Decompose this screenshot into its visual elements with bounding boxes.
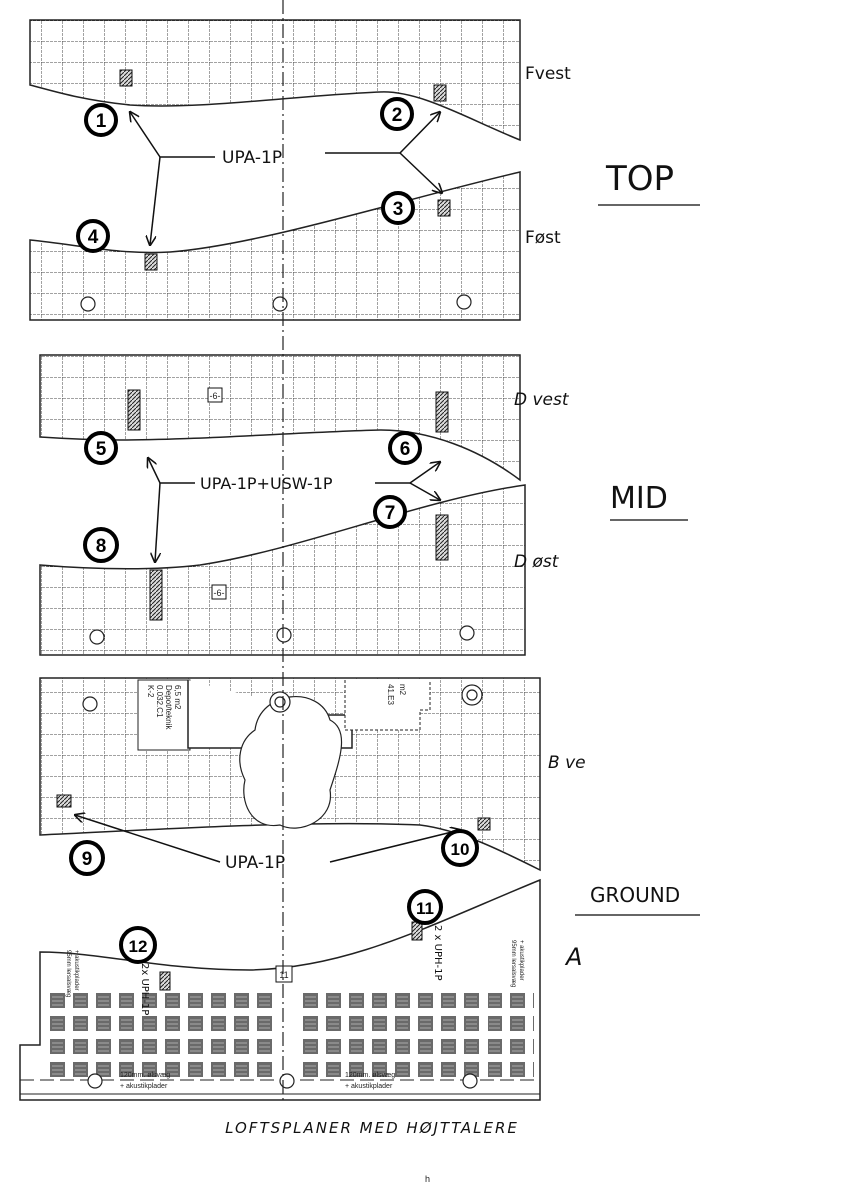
seating-block-center-right (296, 993, 480, 1085)
document-title: LOFTSPLANER MED HØJTTALERE (225, 1119, 519, 1137)
wall-note: + akustikplader (120, 1083, 168, 1090)
wall-note: + akustikplader (345, 1083, 393, 1090)
svg-text:41.E3 m2: 41.E3 m2 (386, 684, 407, 707)
room-tag-box (211, 584, 227, 600)
callout-label-ground: UPA-1P (225, 853, 285, 873)
speaker-number-2: 2 (380, 97, 414, 131)
svg-text:4: 4 (88, 227, 99, 248)
cloud-outline (239, 696, 343, 829)
svg-text:8: 8 (96, 536, 107, 557)
zone-label-a: A (564, 943, 582, 971)
section-label-top: TOP (605, 159, 674, 199)
speaker-number-9: 9 (69, 840, 105, 876)
side-note: + akustikplader (73, 950, 79, 991)
plan-d-vest (39, 354, 521, 482)
room-k3-code: 41.E3 (386, 684, 395, 705)
svg-text:6: 6 (400, 439, 411, 460)
speaker-numbers: 1 2 3 4 5 6 7 8 9 10 11 12 (69, 97, 479, 964)
svg-text:95mm lersalsvæg + akustikp: 95mm lersalsvæg + akustikplader (510, 940, 524, 989)
column-markers (89, 625, 475, 645)
speaker-mark (159, 971, 171, 991)
room-tag-box (275, 965, 293, 983)
callout-label-mid: UPA-1P+USW-1P (200, 474, 333, 493)
speaker-mark (56, 794, 72, 808)
speaker-number-10: 10 (441, 829, 479, 867)
speaker-number-11: 11 (407, 889, 443, 925)
svg-text:10: 10 (451, 840, 470, 859)
callout-label-top: UPA-1P (222, 148, 282, 168)
speaker-number-3: 3 (381, 191, 415, 225)
callout-arrows (75, 112, 460, 863)
callout-a-left: 2x UPH-1P (139, 963, 150, 1015)
speaker-mark (435, 514, 449, 561)
speaker-mark (477, 817, 491, 831)
seating-block-right (488, 990, 534, 1082)
speaker-mark (144, 253, 158, 271)
section-label-mid: MID (610, 481, 668, 516)
seating-block-left (46, 990, 92, 1082)
room-k3 (344, 680, 431, 731)
svg-text:3: 3 (393, 199, 404, 220)
speaker-mark (127, 389, 141, 431)
room-tag: -6- (210, 391, 221, 401)
zone-label-f-ost: Føst (525, 228, 561, 248)
svg-text:2: 2 (392, 105, 403, 126)
speaker-mark (119, 69, 133, 87)
svg-text:5: 5 (96, 439, 107, 460)
svg-text:1: 1 (96, 111, 107, 132)
wall-note: 120mm. ølsvæg (345, 1072, 395, 1079)
speaker-mark (433, 84, 447, 102)
seating-block-center-left (96, 993, 280, 1085)
speaker-mark (435, 391, 449, 433)
zone-label-d-ost: D øst (514, 552, 560, 572)
speaker-number-12: 12 (119, 926, 157, 964)
room-k2-area: 6,5 m2 (173, 685, 182, 710)
wall-note: 120mm. ølsvæg (120, 1072, 170, 1079)
section-label-ground: GROUND (590, 883, 680, 907)
room-tag: 11 (279, 970, 288, 980)
callout-a-right: 2 x UPH-1P (432, 925, 443, 981)
plan-f-vest (29, 19, 521, 142)
speaker-number-6: 6 (388, 431, 422, 465)
room-k2-use: Depot/teknik (164, 685, 173, 730)
side-note: 95mm lersalsvæg (65, 950, 71, 997)
svg-text:9: 9 (82, 849, 93, 870)
zone-label-b-vest: B ve (548, 753, 586, 773)
speaker-number-5: 5 (84, 431, 118, 465)
speaker-number-7: 7 (373, 495, 407, 529)
speaker-mark (149, 569, 163, 621)
column-markers (87, 1073, 478, 1089)
speaker-mark (411, 921, 423, 941)
zone-label-d-vest: D vest (514, 390, 570, 410)
svg-text:11: 11 (416, 899, 434, 918)
room-k2-code: 0.032.C1 (155, 685, 164, 718)
svg-text:7: 7 (385, 503, 396, 524)
svg-text:95mm lersalsvæg + akustikp: 95mm lersalsvæg + akustikplader (65, 950, 79, 999)
svg-text:K-2 0.032.C1 Depot/tek: K-2 0.032.C1 Depot/teknik 6,5 m2 (146, 685, 182, 732)
svg-text:12: 12 (129, 937, 148, 956)
speaker-mark (437, 199, 451, 217)
zone-label-f-vest: Fvest (525, 64, 571, 84)
room-tag-box (207, 387, 223, 403)
room-k2-name: K-2 (146, 685, 155, 698)
speaker-number-1: 1 (84, 103, 118, 137)
speaker-number-4: 4 (76, 219, 110, 253)
footer-mark: h (425, 1174, 430, 1184)
side-note: + akustikplader (518, 940, 524, 981)
speaker-number-8: 8 (83, 527, 119, 563)
room-tag: -6- (214, 588, 225, 598)
room-k3-area: m2 (398, 684, 407, 696)
side-note: 95mm lersalsvæg (510, 940, 516, 987)
